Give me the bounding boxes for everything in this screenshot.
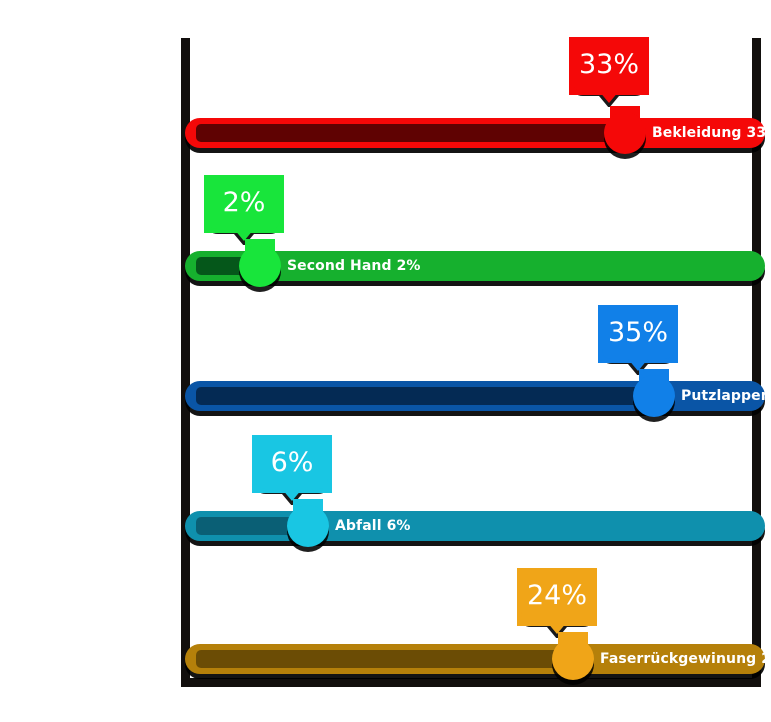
bubble-percent-putzlappen: 35%	[607, 317, 668, 348]
slider-fill-abfall	[196, 517, 297, 535]
value-bubble-putzlappen: 35%	[598, 305, 678, 375]
slider-track-bekleidung[interactable]: Bekleidung 33%	[185, 118, 771, 148]
bubble-shape-second-hand	[204, 175, 284, 245]
slider-track-second-hand[interactable]: Second Hand 2%	[185, 251, 765, 281]
slider-track-putzlappen[interactable]: Putzlappen 35%	[185, 381, 771, 411]
bubble-shape-faserrueckgewinung	[517, 568, 597, 638]
bubble-shape-putzlappen	[598, 305, 678, 375]
slider-fill-bekleidung	[196, 124, 614, 142]
slider-knob-abfall[interactable]	[287, 505, 329, 547]
slider-knob-bekleidung[interactable]	[604, 112, 646, 154]
slider-fill-second-hand	[196, 257, 249, 275]
slider-label-putzlappen: Putzlappen 35%	[681, 388, 771, 404]
slider-track-abfall[interactable]: Abfall 6%	[185, 511, 765, 541]
slider-knob-faserrueckgewinung[interactable]	[552, 638, 594, 680]
value-bubble-second-hand: 2%	[204, 175, 284, 245]
bubble-percent-abfall: 6%	[270, 447, 314, 478]
slider-knob-second-hand[interactable]	[239, 245, 281, 287]
slider-label-faserrueckgewinung: Faserrückgewinung 24%	[600, 651, 771, 667]
slider-fill-faserrueckgewinung	[196, 650, 562, 668]
bubble-percent-second-hand: 2%	[222, 187, 266, 218]
value-bubble-abfall: 6%	[252, 435, 332, 505]
frame-rail-left	[181, 38, 190, 686]
bubble-shape-abfall	[252, 435, 332, 505]
bubble-percent-faserrueckgewinung: 24%	[526, 580, 587, 611]
slider-label-second-hand: Second Hand 2%	[287, 258, 421, 274]
value-bubble-bekleidung: 33%	[569, 37, 649, 107]
frame-rail-right	[752, 38, 761, 686]
slider-knob-putzlappen[interactable]	[633, 375, 675, 417]
bubble-shape-bekleidung	[569, 37, 649, 107]
slider-label-bekleidung: Bekleidung 33%	[652, 125, 771, 141]
slider-fill-putzlappen	[196, 387, 643, 405]
bubble-percent-bekleidung: 33%	[578, 49, 639, 80]
frame-rail-bottom	[181, 678, 761, 687]
slider-label-abfall: Abfall 6%	[335, 518, 411, 534]
slider-track-faserrueckgewinung[interactable]: Faserrückgewinung 24%	[185, 644, 771, 674]
value-bubble-faserrueckgewinung: 24%	[517, 568, 597, 638]
